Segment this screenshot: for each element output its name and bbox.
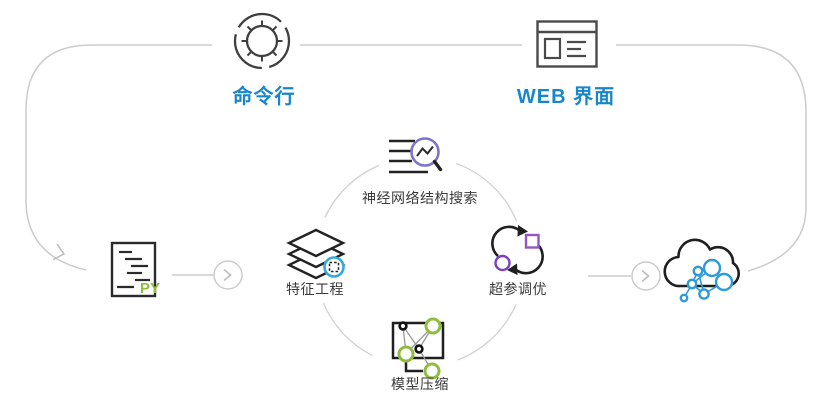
hyperparameter-tuning-label: 超参调优 [489,281,547,297]
rail-web-to-cloud [616,44,807,272]
model-compression-label: 模型压缩 [391,376,449,392]
browser-window-icon [536,20,598,68]
architecture-search-label: 神经网络结构搜索 [362,190,478,206]
chevron-icon [52,243,66,261]
command-dial-icon [233,12,291,70]
architecture-search-icon [389,137,443,174]
py-badge: PY [140,280,160,297]
cli-label: 命令行 [232,86,296,108]
model-compression-icon [391,317,445,380]
web-label: WEB 界面 [516,86,616,108]
cycle-arcs [322,162,518,361]
arrow-circle-icon [631,261,661,291]
feature-engineering-label: 特征工程 [286,281,344,297]
feature-engineering-icon [286,228,346,280]
hyperparameter-tuning-icon [491,225,544,275]
arrow-circle-icon [213,260,243,290]
rail-cli-to-script [25,44,212,271]
python-script-icon: PY [110,241,160,298]
cloud-network-icon [663,238,740,303]
